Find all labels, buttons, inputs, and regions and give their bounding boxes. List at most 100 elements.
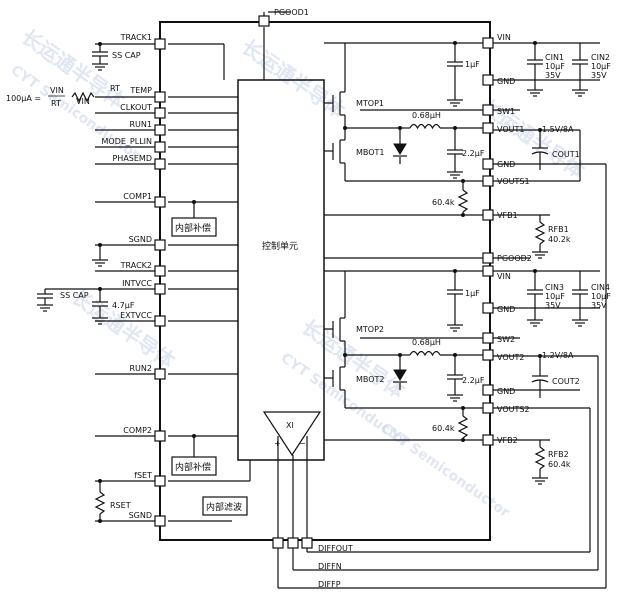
label-fset: fSET (134, 471, 152, 480)
pin-gnd1 (482, 74, 494, 86)
label-vouts1: VOUTS1 (497, 177, 530, 186)
ground-icon (447, 394, 463, 402)
pin-fset (154, 475, 166, 487)
label-mtop2: MTOP2 (356, 325, 384, 334)
pin-track1 (154, 38, 166, 50)
inner-filter-box (202, 496, 248, 516)
label-vin-frac-num: VIN (50, 86, 64, 95)
label-rset: RSET (110, 501, 131, 510)
label-sw1: SW1 (497, 107, 515, 116)
pin-pgood2 (482, 252, 494, 264)
label-c-vin1: 1μF (465, 60, 480, 69)
label-vout1-rating: 1.5V/8A (542, 125, 574, 134)
pin-intvcc (154, 283, 166, 295)
diff-amp-label: XI (286, 421, 294, 430)
pin-vin2 (482, 265, 494, 277)
label-l2: 0.68μH (412, 338, 441, 347)
pin-mode (154, 141, 166, 153)
label-cout2: COUT2 (552, 377, 580, 386)
label-run2: RUN2 (130, 364, 153, 373)
pin-phasemd (154, 158, 166, 170)
ground-symbols (37, 63, 588, 485)
pin-temp (154, 91, 166, 103)
label-rfb2: RFB2 (548, 450, 569, 459)
pin-sw2 (482, 332, 494, 344)
label-cin1-val: 10μF (545, 62, 565, 71)
ground-icon (92, 317, 108, 325)
pin-gnd3 (482, 302, 494, 314)
bottom-pin-labels: DIFFOUT DIFFN DIFFP (318, 544, 353, 589)
pin-vouts2 (482, 402, 494, 414)
label-sgnd1: SGND (129, 235, 152, 244)
pin-sgnd2 (154, 515, 166, 527)
watermark-cn-3: 长运通半导体 (477, 94, 590, 183)
pin-squares (154, 15, 494, 549)
inductor-2 (409, 350, 441, 357)
label-ss-cap2: SS CAP (60, 291, 89, 300)
pin-diffn (287, 537, 299, 549)
pin-vfb2 (482, 434, 494, 446)
ground-icon (532, 251, 548, 259)
label-pgood2: PGOOD2 (497, 254, 532, 263)
label-rfb2-val: 60.4k (548, 460, 571, 469)
label-pgood1: PGOOD1 (274, 8, 309, 17)
label-track2: TRACK2 (120, 261, 152, 270)
pin-sw1 (482, 104, 494, 116)
label-sgnd2: SGND (129, 511, 152, 520)
diode-1 (393, 143, 407, 155)
diff-amp-triangle (262, 411, 322, 457)
inner-filter-label: 内部滤波 (206, 501, 242, 513)
pin-vin1 (482, 37, 494, 49)
pin-gnd2 (482, 158, 494, 170)
pin-vouts1 (482, 175, 494, 187)
ic-outline (159, 21, 491, 541)
label-current-src: 100μA = (6, 94, 41, 103)
label-r-604-2: 60.4k (432, 424, 455, 433)
pin-vout2 (482, 349, 494, 361)
label-rfb1-val: 40.2k (548, 235, 571, 244)
label-cin2: CIN2 (591, 53, 610, 62)
label-l1: 0.68μH (412, 111, 441, 120)
label-vin2: VIN (497, 272, 511, 281)
inductor-1 (409, 123, 441, 130)
ground-icon (527, 319, 543, 327)
label-diffp: DIFFP (318, 580, 341, 589)
label-mode: MODE_PLLIN (102, 137, 153, 146)
label-track1: TRACK1 (120, 33, 152, 42)
ground-icon (532, 477, 548, 485)
label-vouts2: VOUTS2 (497, 405, 530, 414)
pin-diffp (272, 537, 284, 549)
label-vout2: VOUT2 (497, 353, 524, 362)
diff-amp-plus: + (274, 439, 281, 448)
pin-diffout (301, 537, 313, 549)
label-vin-in: VIN (76, 97, 90, 106)
label-cin2-val: 10μF (591, 62, 611, 71)
label-r-604-1: 60.4k (432, 198, 455, 207)
label-temp: TEMP (129, 86, 152, 95)
ground-icon (527, 89, 543, 97)
pin-vout1 (482, 122, 494, 134)
label-cin2-v: 35V (591, 71, 607, 80)
label-ss-cap1: SS CAP (112, 51, 141, 60)
pin-run1 (154, 124, 166, 136)
label-diffout: DIFFOUT (318, 544, 353, 553)
label-phasemd: PHASEMD (112, 154, 152, 163)
junctions (98, 41, 542, 523)
label-vfb2: VFB2 (497, 436, 518, 445)
label-c-intvcc: 4.7μF (112, 301, 135, 310)
inner-comp-top-label: 内部补偿 (175, 222, 211, 234)
label-gnd3: GND (497, 305, 515, 314)
ground-icon (92, 63, 108, 71)
label-extvcc: EXTVCC (120, 311, 152, 320)
left-pin-labels: TRACK1 TEMP CLKOUT RUN1 MODE_PLLIN PHASE… (102, 33, 153, 520)
pin-run2 (154, 368, 166, 380)
ground-icon (572, 89, 588, 97)
ground-icon (447, 99, 463, 107)
diode-2 (393, 369, 407, 381)
pin-gnd4 (482, 384, 494, 396)
label-cin3-v: 35V (545, 301, 561, 310)
label-rfb1: RFB1 (548, 225, 569, 234)
label-run1: RUN1 (130, 120, 153, 129)
label-vin-frac-den: RT (51, 99, 61, 108)
pin-vfb1 (482, 209, 494, 221)
